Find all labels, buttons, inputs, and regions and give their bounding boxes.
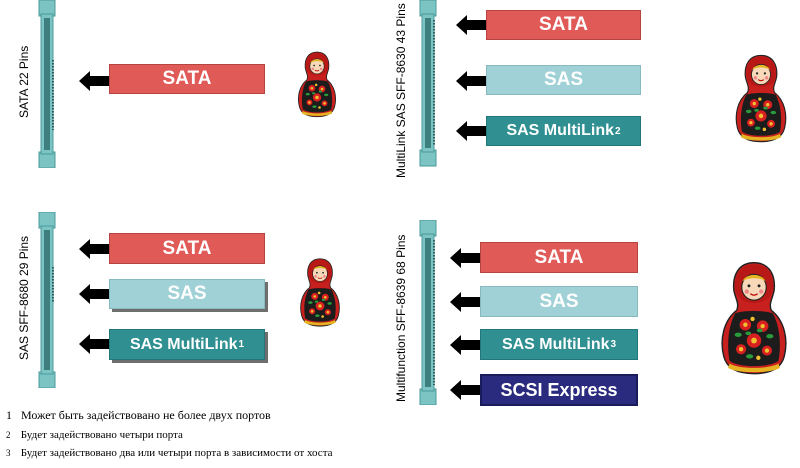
left-arrow-icon	[450, 380, 480, 400]
left-arrow-icon	[79, 284, 109, 304]
footnote-text: Может быть задействовано не более двух п…	[21, 408, 271, 422]
sas-multilink-label: SAS MultiLink	[506, 122, 614, 139]
left-arrow-icon	[450, 248, 480, 268]
connector-icon	[419, 220, 437, 405]
sas-box: SAS	[109, 279, 265, 309]
left-arrow-icon	[450, 292, 480, 312]
footnote-number: 1	[6, 408, 12, 422]
matryoshka-doll-icon	[297, 51, 337, 118]
connector-title: MultiLink SAS SFF-8630 43 Pins	[394, 3, 408, 178]
sata-box: SATA	[109, 64, 265, 94]
footnote-ref: 2	[615, 125, 621, 137]
footnote-text: Будет задействовано четыри порта	[20, 429, 183, 441]
footnote-ref: 3	[610, 339, 617, 350]
connector-icon	[419, 0, 437, 167]
left-arrow-icon	[79, 334, 109, 354]
left-arrow-icon	[450, 335, 480, 355]
sas-multilink-label: SAS MultiLink	[129, 335, 238, 353]
left-arrow-icon	[79, 239, 109, 259]
connector-icon	[38, 0, 56, 168]
matryoshka-doll-icon	[721, 261, 787, 375]
connector-icon	[38, 212, 56, 388]
footnote-text: Будет задействовано два или четыри порта…	[20, 447, 333, 459]
footnote-1: 1 Может быть задействовано не более двух…	[6, 408, 271, 423]
footnote-2: 2 Будет задействовано четыри порта	[6, 429, 183, 441]
left-arrow-icon	[79, 71, 109, 91]
left-arrow-icon	[456, 121, 486, 141]
sata-box: SATA	[480, 242, 638, 273]
sata-box: SATA	[109, 233, 265, 264]
connector-title: SATA 22 Pins	[17, 45, 31, 118]
footnote-number: 2	[6, 430, 11, 440]
connector-title: SAS SFF-8680 29 Pins	[17, 235, 31, 360]
connector-title: Multifunction SFF-8639 68 Pins	[394, 234, 408, 402]
scsi-express-box: SCSI Express	[480, 374, 638, 406]
footnote-number: 3	[6, 448, 11, 458]
sata-box: SATA	[486, 10, 641, 40]
footnote-ref: 1	[238, 339, 245, 350]
sas-box: SAS	[480, 286, 638, 317]
matryoshka-doll-icon	[300, 258, 340, 327]
matryoshka-doll-icon	[735, 54, 787, 143]
left-arrow-icon	[456, 15, 486, 35]
footnote-3: 3 Будет задействовано два или четыри пор…	[6, 447, 333, 459]
sas-box: SAS	[486, 65, 641, 95]
sas-multilink-label: SAS MultiLink	[501, 335, 610, 353]
left-arrow-icon	[456, 71, 486, 91]
